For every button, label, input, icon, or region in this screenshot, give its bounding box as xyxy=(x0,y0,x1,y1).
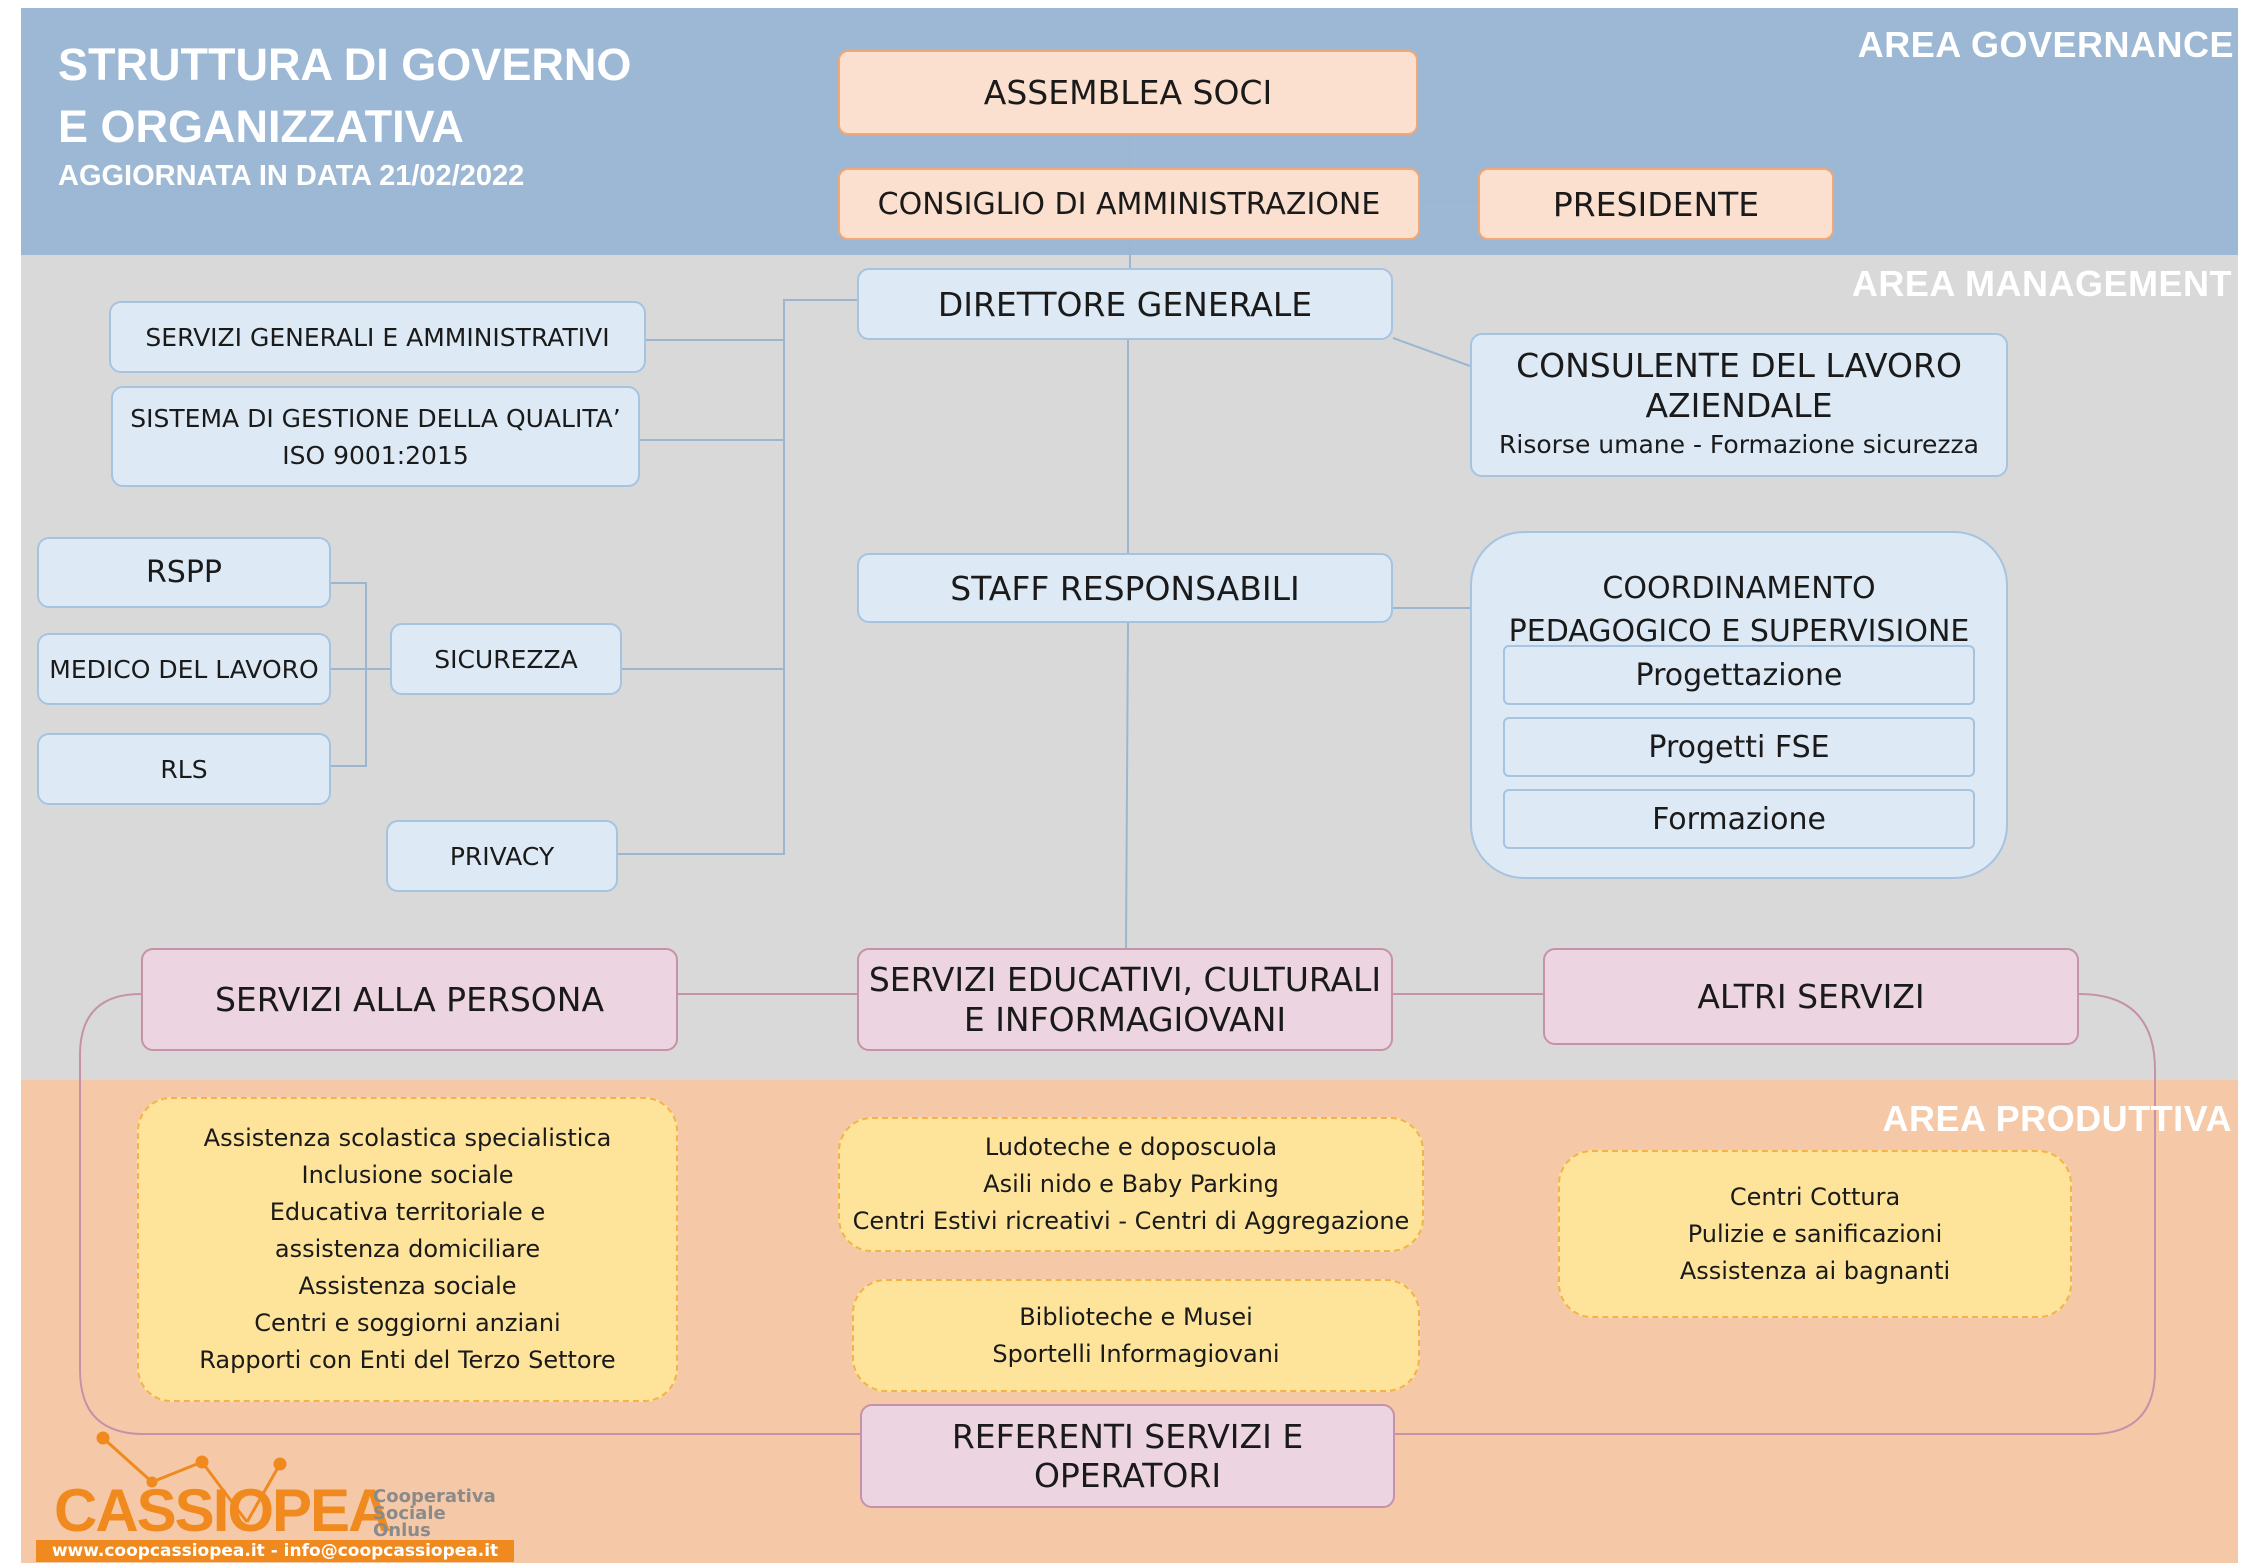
servizi-educativi-label-1: SERVIZI EDUCATIVI, CULTURALI xyxy=(868,959,1382,999)
rspp-box[interactable]: RSPP xyxy=(37,537,331,608)
consulente-label-1: CONSULENTE DEL LAVORO xyxy=(1516,346,1962,385)
list-item: Sportelli Informagiovani xyxy=(992,1339,1280,1368)
list-item: Centri e soggiorni anziani xyxy=(254,1309,561,1337)
logo-sub-line-1: Cooperativa xyxy=(373,1486,496,1507)
referenti-box[interactable]: REFERENTI SERVIZI E OPERATORI xyxy=(860,1404,1395,1508)
progetti-fse-label: Progetti FSE xyxy=(1648,729,1830,765)
list-item: Rapporti con Enti del Terzo Settore xyxy=(199,1346,616,1374)
qualita-label-1: SISTEMA DI GESTIONE DELLA QUALITA’ xyxy=(130,403,621,433)
list-item: Ludoteche e doposcuola xyxy=(984,1133,1278,1161)
rls-label: RLS xyxy=(160,754,208,784)
direttore-generale-box[interactable]: DIRETTORE GENERALE xyxy=(857,268,1393,340)
consiglio-label: CONSIGLIO DI AMMINISTRAZIONE xyxy=(877,186,1381,222)
coordinamento-label-1: COORDINAMENTO xyxy=(1602,571,1876,606)
sicurezza-box[interactable]: SICUREZZA xyxy=(390,623,622,695)
assemblea-soci-label: ASSEMBLEA SOCI xyxy=(983,73,1273,112)
logo-subtitle: Cooperativa Sociale Onlus xyxy=(373,1486,496,1541)
line-staff-servizi xyxy=(1125,622,1129,949)
servizi-educativi-box[interactable]: SERVIZI EDUCATIVI, CULTURALI E INFORMAGI… xyxy=(857,948,1393,1051)
list-item: Assistenza ai bagnanti xyxy=(1679,1256,1951,1285)
privacy-label: PRIVACY xyxy=(449,841,555,871)
line-direttore-consulente xyxy=(1392,337,1471,367)
page-title: STRUTTURA DI GOVERNO E ORGANIZZATIVA xyxy=(58,34,631,158)
line-loop-left xyxy=(79,993,860,1435)
list-item: Inclusione sociale xyxy=(301,1161,514,1189)
altri-services-list: Centri Cottura Pulizie e sanificazioni A… xyxy=(1558,1150,2072,1318)
privacy-box[interactable]: PRIVACY xyxy=(386,820,618,892)
progettazione-item[interactable]: Progettazione xyxy=(1503,645,1975,705)
medico-label: MEDICO DEL LAVORO xyxy=(49,654,319,684)
list-item: Centri Estivi ricreativi - Centri di Agg… xyxy=(852,1207,1410,1235)
referenti-label: REFERENTI SERVIZI E OPERATORI xyxy=(951,1417,1304,1495)
consulente-sublabel: Risorse umane - Formazione sicurezza xyxy=(1499,430,1979,459)
consulente-label-2: AZIENDALE xyxy=(1645,386,1833,425)
sicurezza-label: SICUREZZA xyxy=(434,644,578,674)
medico-box[interactable]: MEDICO DEL LAVORO xyxy=(37,633,331,705)
cassiopea-logo: CASSIOPEA xyxy=(54,1477,391,1544)
title-line-2: E ORGANIZZATIVA xyxy=(58,101,464,152)
presidente-label: PRESIDENTE xyxy=(1552,184,1760,224)
list-item: Centri Cottura xyxy=(1729,1182,1901,1211)
presidente-box[interactable]: PRESIDENTE xyxy=(1478,168,1834,240)
servizi-persona-label: SERVIZI ALLA PERSONA xyxy=(214,980,605,1019)
progetti-fse-item[interactable]: Progetti FSE xyxy=(1503,717,1975,777)
culturali-services-list: Biblioteche e Musei Sportelli Informagio… xyxy=(852,1279,1420,1392)
servizi-persona-box[interactable]: SERVIZI ALLA PERSONA xyxy=(141,948,678,1051)
list-item: Asili nido e Baby Parking xyxy=(983,1170,1279,1198)
contact-link[interactable]: www.coopcassiopea.it - info@coopcassiope… xyxy=(36,1540,514,1562)
area-produttiva-label: AREA PRODUTTIVA xyxy=(1882,1098,2232,1139)
rspp-label: RSPP xyxy=(145,555,223,590)
list-item: Pulizie e sanificazioni xyxy=(1687,1219,1943,1248)
direttore-label: DIRETTORE GENERALE xyxy=(937,284,1313,324)
title-line-1: STRUTTURA DI GOVERNO xyxy=(58,39,632,90)
logo-sub-line-2: Sociale xyxy=(373,1503,446,1524)
educativi-services-list: Ludoteche e doposcuola Asili nido e Baby… xyxy=(838,1117,1424,1252)
formazione-label: Formazione xyxy=(1652,801,1826,837)
qualita-box[interactable]: SISTEMA DI GESTIONE DELLA QUALITA’ ISO 9… xyxy=(111,386,640,487)
area-governance-label: AREA GOVERNANCE xyxy=(1857,24,2234,65)
line-left-trunk xyxy=(618,299,857,855)
assemblea-soci-box[interactable]: ASSEMBLEA SOCI xyxy=(838,50,1418,135)
list-item: Biblioteche e Musei xyxy=(1019,1302,1253,1331)
line-loop-right xyxy=(1395,993,2156,1435)
coordinamento-label-2: PEDAGOGICO E SUPERVISIONE xyxy=(1508,614,1970,649)
formazione-item[interactable]: Formazione xyxy=(1503,789,1975,849)
progettazione-label: Progettazione xyxy=(1635,657,1843,693)
page-subtitle: AGGIORNATA IN DATA 21/02/2022 xyxy=(58,160,525,192)
servizi-generali-label: SERVIZI GENERALI E AMMINISTRATIVI xyxy=(145,322,610,352)
list-item: assistenza domiciliare xyxy=(274,1235,541,1263)
list-item: Educativa territoriale e xyxy=(269,1198,546,1226)
logo-sub-line-3: Onlus xyxy=(373,1520,431,1541)
altri-servizi-label: ALTRI SERVIZI xyxy=(1697,977,1925,1016)
list-item: Assistenza sociale xyxy=(298,1272,517,1300)
consulente-box[interactable]: CONSULENTE DEL LAVORO AZIENDALE Risorse … xyxy=(1470,333,2008,477)
servizi-generali-box[interactable]: SERVIZI GENERALI E AMMINISTRATIVI xyxy=(109,301,646,373)
altri-servizi-box[interactable]: ALTRI SERVIZI xyxy=(1543,948,2079,1045)
staff-label: STAFF RESPONSABILI xyxy=(950,568,1300,608)
qualita-label-2: ISO 9001:2015 xyxy=(282,440,469,470)
persona-services-list: Assistenza scolastica specialistica Incl… xyxy=(137,1097,678,1402)
servizi-educativi-label-2: E INFORMAGIOVANI xyxy=(963,999,1287,1039)
area-management-label: AREA MANAGEMENT xyxy=(1851,263,2232,304)
staff-responsabili-box[interactable]: STAFF RESPONSABILI xyxy=(857,553,1393,623)
logo-constellation xyxy=(96,1431,287,1523)
list-item: Assistenza scolastica specialistica xyxy=(203,1124,612,1152)
line-rspp-rls xyxy=(331,582,367,767)
consiglio-box[interactable]: CONSIGLIO DI AMMINISTRAZIONE xyxy=(838,168,1420,240)
rls-box[interactable]: RLS xyxy=(37,733,331,805)
